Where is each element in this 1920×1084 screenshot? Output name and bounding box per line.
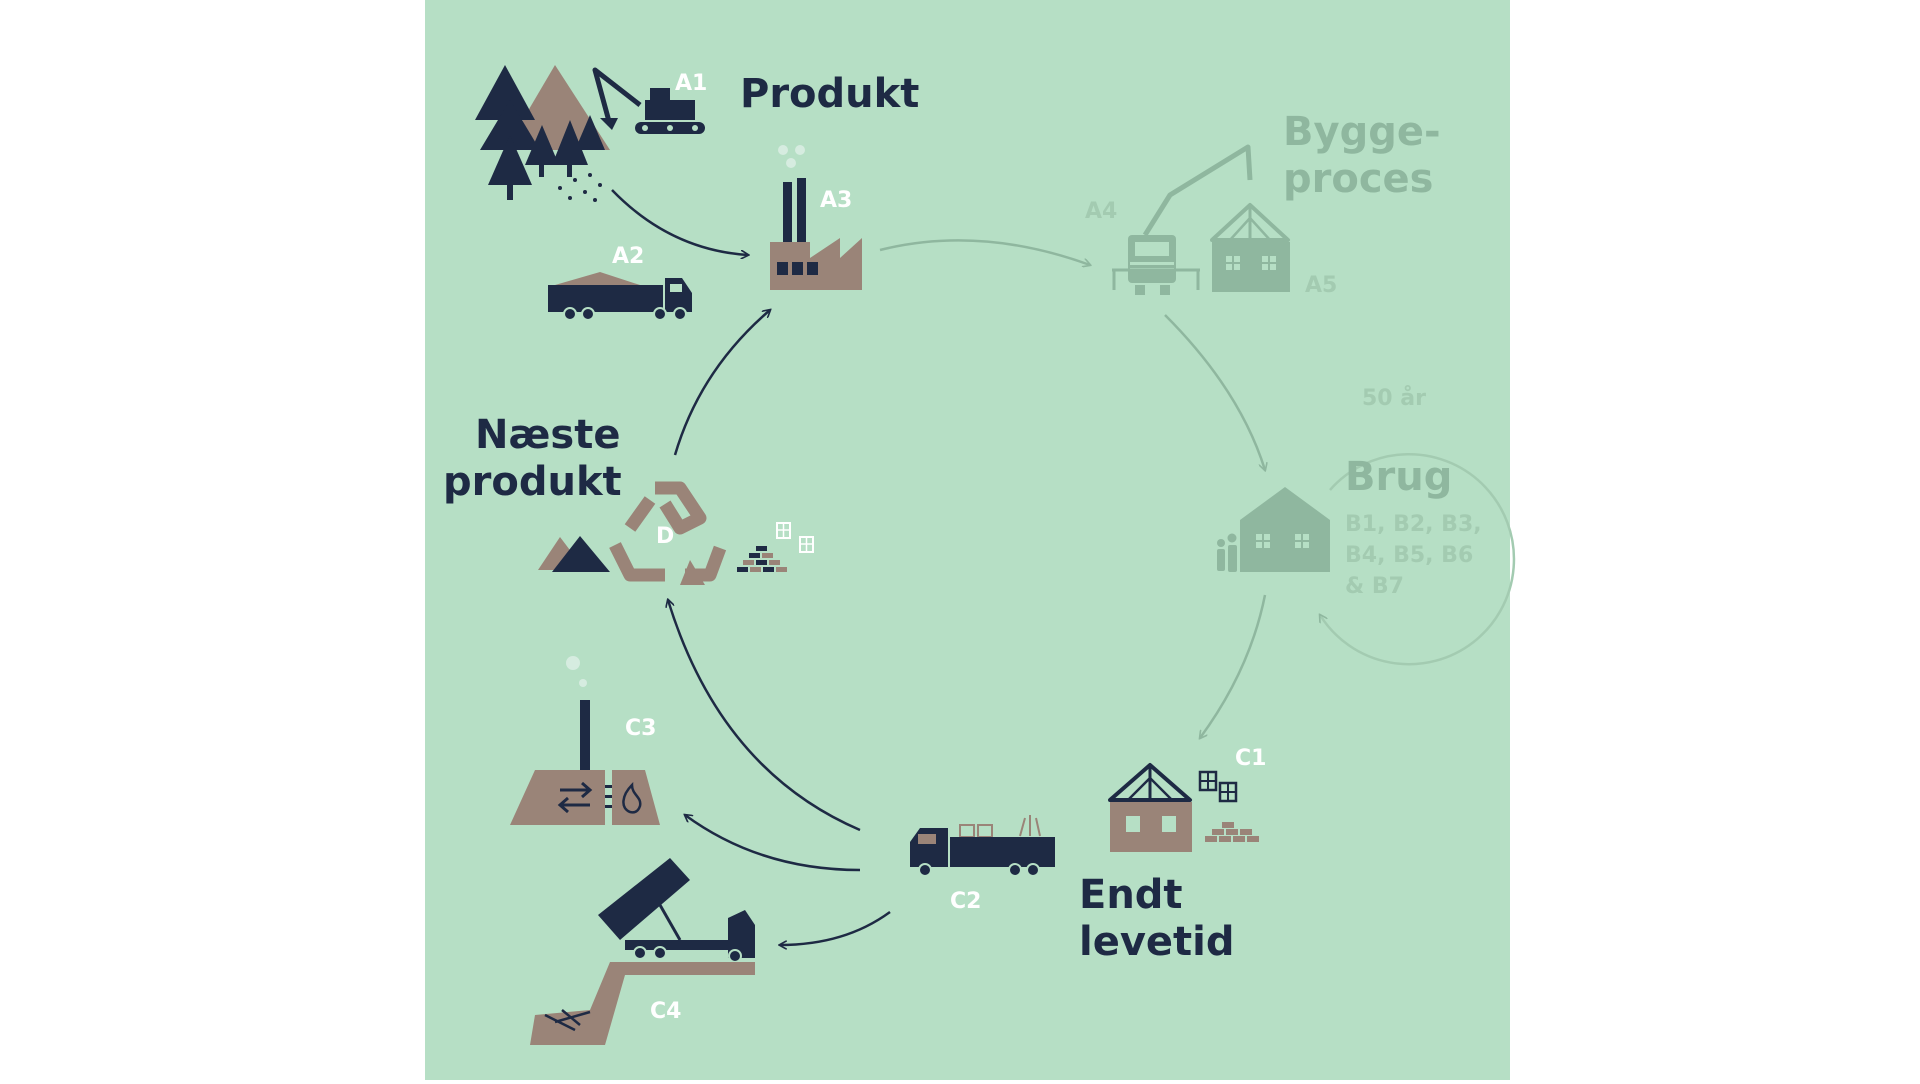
stage-label-a5: A5 — [1305, 273, 1337, 298]
forest-icon — [475, 65, 610, 202]
waste-processing-plant-icon — [510, 656, 660, 825]
recycled-materials-icon — [737, 522, 814, 572]
tipper-truck-landfill-icon — [530, 858, 755, 1045]
stage-label-b-line2: B4, B5, B6 — [1345, 543, 1473, 568]
arrow-c2-to-c3 — [685, 815, 861, 872]
stage-label-d: D — [656, 524, 674, 549]
stage-label-a1: A1 — [675, 71, 707, 96]
house-construction-icon — [1210, 203, 1290, 292]
arrow-use-to-end — [1200, 594, 1267, 738]
stage-label-a3: A3 — [820, 188, 852, 213]
stage-label-c1: C1 — [1235, 746, 1266, 771]
use-cycle-arrow — [1320, 453, 1516, 666]
heading-naeste-line2: produkt — [443, 459, 622, 505]
arrow-c2-to-c4 — [780, 910, 891, 945]
heading-byggeproces-line1: Bygge- — [1283, 109, 1441, 155]
arrow-d-to-a3 — [673, 310, 770, 456]
arrow-a3-to-build — [879, 239, 1090, 265]
heading-endt-line2: levetid — [1079, 919, 1235, 965]
heading-byggeproces-line2: proces — [1283, 156, 1434, 202]
recycle-icon — [609, 481, 727, 585]
window-frames-icon — [1198, 770, 1238, 803]
stage-label-c2: C2 — [950, 889, 981, 914]
raw-material-piles-icon — [538, 536, 610, 572]
stage-label-a4: A4 — [1085, 199, 1117, 224]
people-icon — [1217, 533, 1237, 572]
house-in-use-icon — [1240, 487, 1330, 572]
heading-produkt: Produkt — [740, 71, 919, 117]
crane-truck-icon — [1112, 144, 1253, 295]
arrow-c2-to-d — [668, 600, 861, 832]
arrow-build-to-use — [1164, 314, 1265, 470]
stage-label-b-line1: B1, B2, B3, — [1345, 512, 1482, 537]
stage-label-c4: C4 — [650, 999, 681, 1024]
heading-naeste-line1: Næste — [475, 412, 620, 458]
factory-icon — [770, 145, 862, 290]
use-period-label: 50 år — [1362, 385, 1426, 411]
stage-label-c3: C3 — [625, 716, 656, 741]
waste-truck-icon — [910, 815, 1055, 877]
heading-endt-line1: Endt — [1079, 872, 1183, 918]
arrow-a1-to-a3 — [611, 189, 748, 255]
demolished-house-icon — [1108, 763, 1192, 852]
stage-label-a2: A2 — [612, 244, 644, 269]
brick-pile-icon — [1205, 822, 1259, 842]
heading-brug: Brug — [1345, 454, 1452, 500]
stage-label-b-line3: & B7 — [1345, 574, 1404, 599]
excavator-icon — [592, 67, 705, 134]
truck-icon — [548, 272, 692, 321]
